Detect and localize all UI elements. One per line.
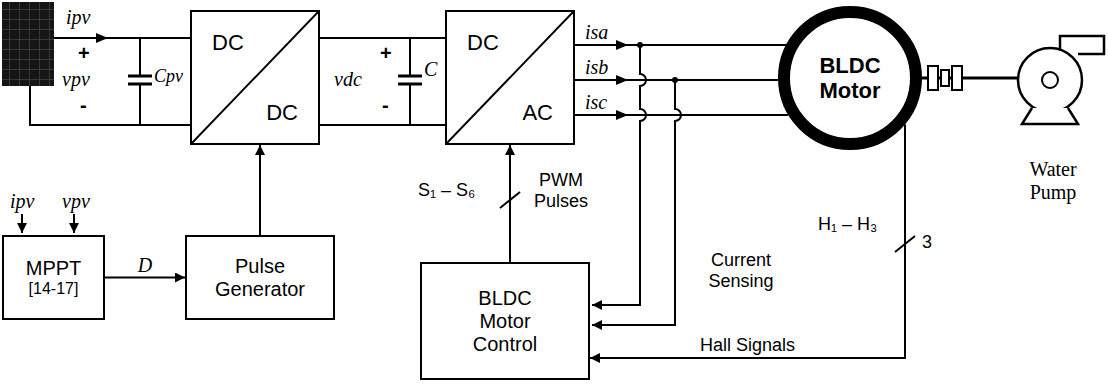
block-text: DC bbox=[467, 30, 499, 55]
motor-control-box: BLDC Motor Control bbox=[420, 262, 590, 380]
edge-label: Hall Signals bbox=[698, 336, 797, 356]
coupling bbox=[952, 66, 962, 90]
capacitor-lead bbox=[409, 38, 411, 125]
diagonal-line bbox=[192, 12, 318, 143]
current-symbol: ipv bbox=[66, 6, 90, 29]
connector-wire bbox=[105, 277, 185, 279]
block-text: BLDC Motor bbox=[808, 53, 892, 104]
sensing-line bbox=[592, 80, 681, 325]
diagonal-line bbox=[192, 12, 318, 143]
connector-wire bbox=[259, 145, 261, 235]
motor-circle: BLDC Motor bbox=[778, 6, 922, 150]
polarity-sign: - bbox=[382, 94, 389, 117]
voltage-symbol: vpv bbox=[62, 190, 90, 213]
voltage-symbol: vdc bbox=[334, 68, 362, 91]
capacitor-symbol bbox=[398, 76, 422, 84]
pump-casing bbox=[1018, 48, 1082, 112]
diagonal-line bbox=[447, 12, 573, 143]
pump-impeller bbox=[1042, 72, 1058, 88]
connector-wire bbox=[320, 124, 445, 126]
block-text: AC bbox=[522, 100, 553, 125]
edge-label: isb bbox=[583, 56, 610, 78]
polarity-sign: + bbox=[380, 42, 392, 65]
input-arrow bbox=[21, 214, 23, 233]
capacitor-lead bbox=[139, 38, 141, 125]
diagonal-line bbox=[447, 12, 573, 143]
polarity-sign: - bbox=[80, 94, 87, 117]
edge-label: D bbox=[136, 254, 154, 276]
pump-base bbox=[1022, 108, 1078, 124]
capacitor-symbol bbox=[128, 76, 152, 84]
pulse-generator-box: Pulse Generator bbox=[185, 235, 335, 320]
coupling bbox=[941, 70, 949, 86]
block-text: Pulse Generator bbox=[195, 255, 325, 301]
mppt-box: MPPT[14-17] bbox=[2, 235, 105, 320]
motor-ring bbox=[784, 12, 916, 144]
block-text: MPPT bbox=[26, 257, 82, 280]
connector-wire bbox=[575, 114, 788, 116]
pv-cells bbox=[2, 2, 54, 86]
bus-width-number: 3 bbox=[922, 232, 932, 253]
pv-wire bbox=[30, 86, 190, 125]
connector-wire bbox=[575, 79, 778, 81]
voltage-symbol: vpv bbox=[62, 68, 90, 91]
inverter-box: DC AC bbox=[445, 10, 575, 145]
edge-label: isc bbox=[583, 91, 609, 113]
connector-wire bbox=[320, 37, 445, 39]
block-text: DC bbox=[212, 30, 244, 55]
edge-label: isa bbox=[583, 21, 610, 43]
hall-signal-name: H₁ – H₃ bbox=[818, 214, 877, 235]
block-text: DC bbox=[266, 100, 298, 125]
motor-ring bbox=[778, 6, 922, 150]
connector-wire bbox=[509, 145, 511, 262]
connector-wire bbox=[575, 44, 786, 46]
sensing-line bbox=[592, 45, 646, 305]
signal-label: PWM Pulses bbox=[526, 170, 596, 211]
pv-panel bbox=[2, 2, 54, 86]
input-arrow bbox=[73, 214, 75, 233]
capacitor-name: C bbox=[424, 58, 437, 81]
polarity-sign: + bbox=[78, 42, 90, 65]
pv-wire bbox=[54, 37, 190, 39]
connector-wire bbox=[590, 124, 905, 358]
coupling bbox=[928, 66, 938, 90]
current-symbol: ipv bbox=[10, 190, 34, 213]
current-arrow bbox=[96, 33, 108, 43]
switch-signal-name: S₁ – S₆ bbox=[418, 180, 475, 201]
block-text: BLDC Motor Control bbox=[459, 287, 551, 356]
block-text: [14-17] bbox=[29, 280, 79, 298]
converter-box: DC DC bbox=[190, 10, 320, 145]
capacitor-name: Cpv bbox=[154, 66, 183, 87]
signal-label: Current Sensing bbox=[697, 250, 785, 291]
pump-label: Water Pump bbox=[1008, 158, 1098, 204]
